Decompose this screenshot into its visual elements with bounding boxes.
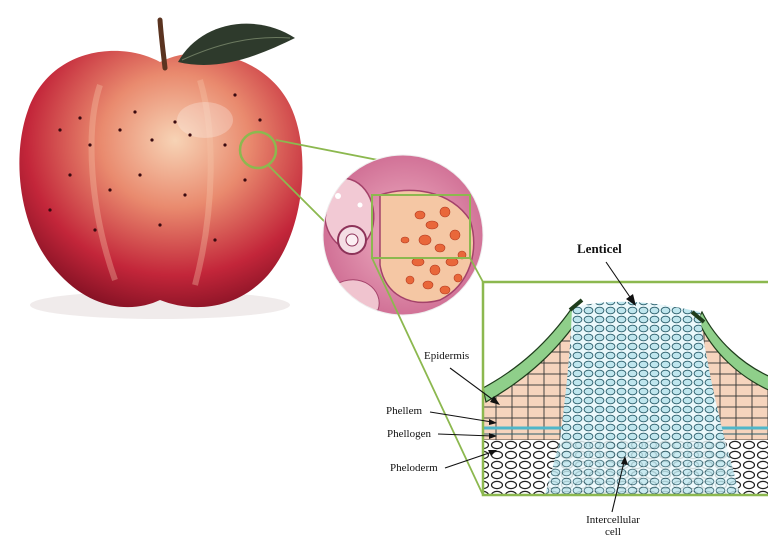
lenticel-detail-panel: [483, 282, 768, 500]
apple-leaf: [178, 24, 295, 65]
label-intercellular-line1: Intercellular: [578, 514, 648, 526]
apple-illustration: [19, 20, 302, 319]
label-epidermis: Epidermis: [424, 350, 469, 362]
label-intercellular-line2: cell: [578, 526, 648, 538]
label-phelloderm: Pheloderm: [390, 462, 438, 474]
apple-stem: [160, 20, 165, 68]
label-intercellular-cell: Intercellular cell: [578, 514, 648, 538]
label-lenticel: Lenticel: [577, 243, 622, 255]
label-phellogen: Phellogen: [387, 428, 431, 440]
label-phellem: Phellem: [386, 405, 422, 417]
tissue-micrograph: [320, 150, 490, 320]
